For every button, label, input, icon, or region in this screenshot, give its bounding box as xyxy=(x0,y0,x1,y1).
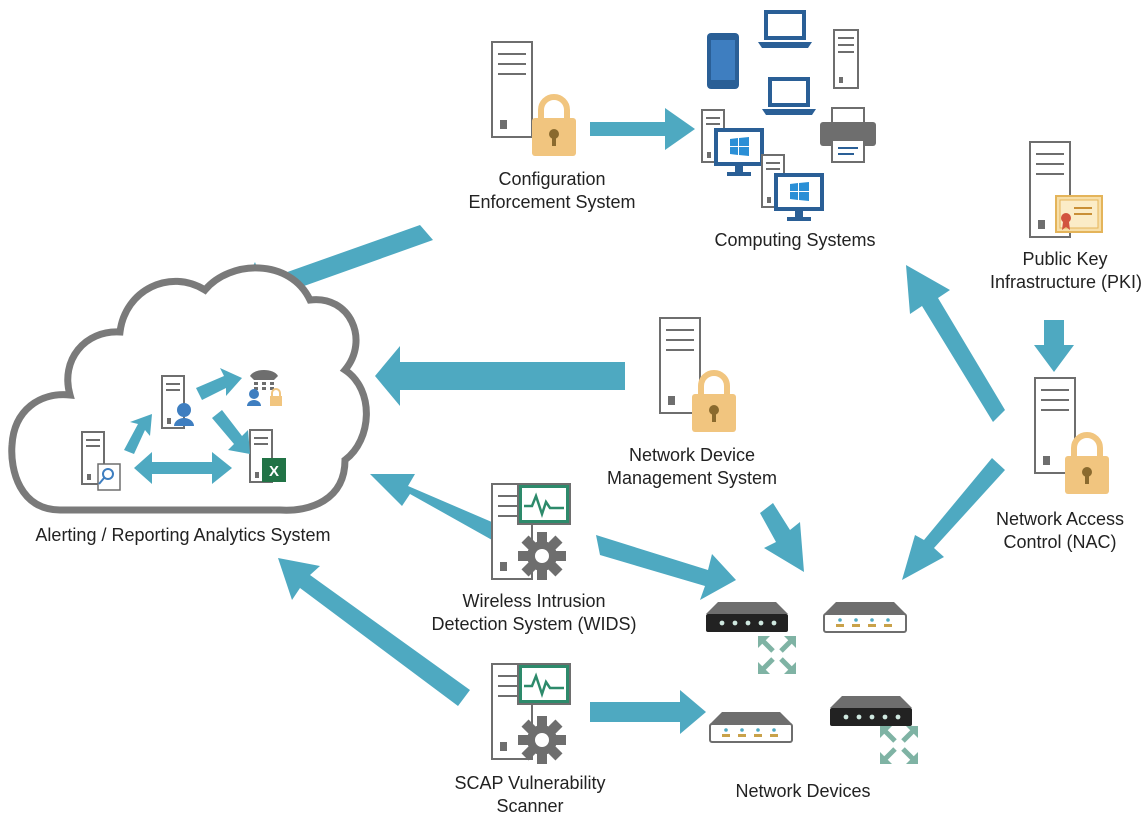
scap-label-line2: Scanner xyxy=(496,796,564,816)
config-enforcement-label-line1: Configuration xyxy=(498,169,606,189)
pki-label: Public Key Infrastructure (PKI) xyxy=(990,248,1143,294)
alerting-reporting-label: Alerting / Reporting Analytics System xyxy=(35,525,331,545)
nac-label: Network Access Control (NAC) xyxy=(985,508,1135,554)
arrow-config-to-computing xyxy=(590,108,695,150)
nac-icon xyxy=(1034,377,1109,494)
nac-label-line2: Control (NAC) xyxy=(1003,532,1117,552)
arrow-ndm-to-cloud xyxy=(375,346,625,406)
ndm-label: Network Device Management System xyxy=(592,444,792,490)
arrow-scap-to-cloud xyxy=(278,558,470,706)
cloud-icon: X xyxy=(8,264,370,514)
config-enforcement-icon xyxy=(491,41,576,156)
wids-label-line2: Detection System (WIDS) xyxy=(431,614,637,634)
arrow-ndm-to-netdev xyxy=(760,503,804,572)
wids-label: Wireless Intrusion Detection System (WID… xyxy=(414,590,654,636)
arrow-wids-to-cloud xyxy=(370,474,522,550)
svg-text:X: X xyxy=(269,463,279,480)
nac-label-line1: Network Access xyxy=(995,509,1125,529)
computing-systems-label: Computing Systems xyxy=(714,230,876,250)
arrows xyxy=(234,108,1074,734)
arrow-nac-to-computing xyxy=(906,265,1005,422)
config-enforcement-label-line2: Enforcement System xyxy=(468,192,636,212)
ndm-label-line2: Management System xyxy=(606,468,778,488)
pki-label-line2: Infrastructure (PKI) xyxy=(990,272,1143,292)
arrow-scap-to-netdev xyxy=(590,690,706,734)
arrow-nac-to-netdev xyxy=(902,458,1005,580)
arrow-wids-to-netdev xyxy=(596,535,736,600)
config-enforcement-label: Configuration Enforcement System xyxy=(452,168,652,214)
scap-icon xyxy=(491,662,572,764)
network-devices-icon xyxy=(706,601,918,764)
computing-systems-icon xyxy=(701,10,876,221)
network-devices-label: Network Devices xyxy=(735,781,871,801)
scap-label: SCAP Vulnerability Scanner xyxy=(430,772,630,818)
ndm-label-line1: Network Device xyxy=(628,445,756,465)
wids-label-line1: Wireless Intrusion xyxy=(462,591,606,611)
ndm-icon xyxy=(659,317,736,432)
scap-label-line1: SCAP Vulnerability xyxy=(454,773,606,793)
pki-label-line1: Public Key xyxy=(1022,249,1108,269)
wids-icon xyxy=(491,482,572,580)
pki-icon xyxy=(1029,141,1103,238)
arrow-pki-to-nac xyxy=(1034,320,1074,372)
